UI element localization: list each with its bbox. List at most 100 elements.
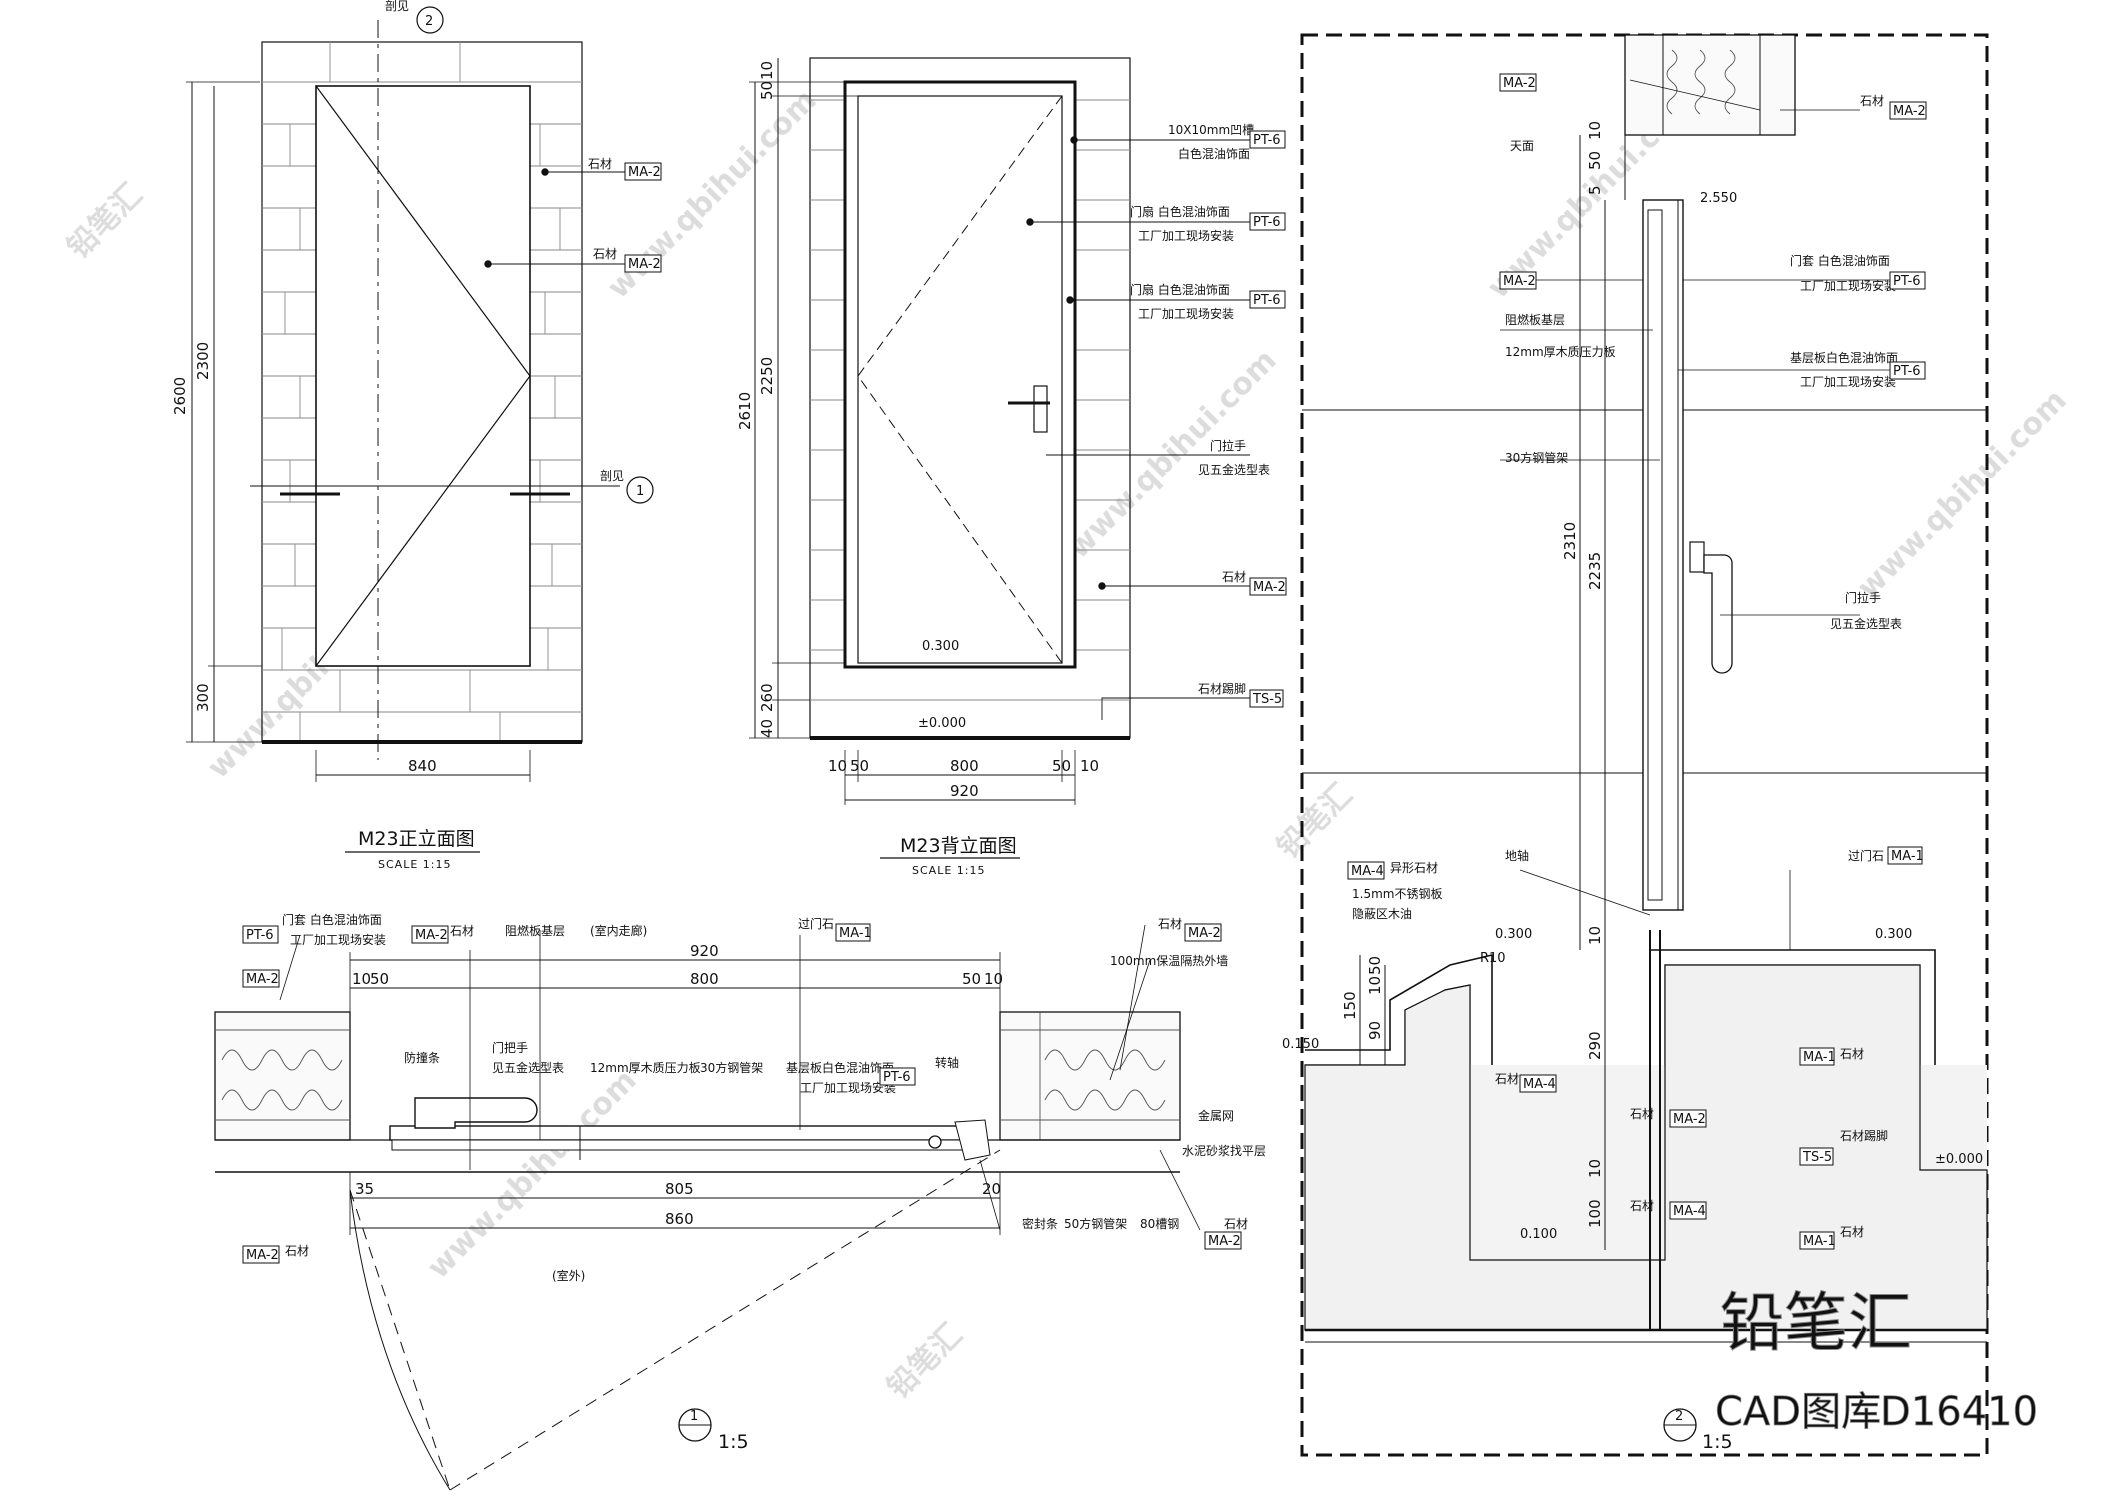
note-door-finish-1: 门扇 白色混油饰面 bbox=[1130, 204, 1230, 219]
note-groove-2: 白色混油饰面 bbox=[1178, 146, 1250, 161]
dim-l150: 150 bbox=[1341, 991, 1359, 1020]
note-board12: 12mm厚木质压力板 bbox=[1505, 345, 1616, 359]
note-mortar: 水泥砂浆找平层 bbox=[1182, 1143, 1266, 1158]
note-skirting: 石材踢脚 bbox=[1840, 1128, 1888, 1143]
note-metal: 金属网 bbox=[1198, 1108, 1234, 1123]
dim-t50a: 50 bbox=[370, 970, 389, 988]
stamp-library: CAD图库 bbox=[1715, 1389, 1881, 1435]
note-base-finish-2: 工厂加工现场安装 bbox=[1800, 374, 1896, 389]
watermark-site: www.qbihui.com bbox=[1851, 383, 2074, 606]
dim-2310: 2310 bbox=[1561, 522, 1579, 560]
dim-b10b: 10 bbox=[1080, 757, 1099, 775]
note-handle: 门拉手 bbox=[1210, 438, 1246, 453]
watermark-brand: 铅笔汇 bbox=[1271, 777, 1359, 865]
note-tube50: 50方钢管架 bbox=[1064, 1216, 1127, 1231]
section-detail bbox=[1300, 33, 1989, 1457]
note-door-finish-2b: 工厂加工现场安装 bbox=[1138, 306, 1234, 321]
watermark-brand: 铅笔汇 bbox=[881, 1317, 969, 1405]
dim-v290: 290 bbox=[1586, 1031, 1604, 1060]
dim-b10a: 10 bbox=[828, 757, 847, 775]
note-insulation: 100mm保温隔热外墙 bbox=[1110, 954, 1228, 968]
dim-v100: 100 bbox=[1586, 1199, 1604, 1228]
tag-ma2-3: MA-2 bbox=[1253, 580, 1286, 595]
tag-ma2-m: MA-2 bbox=[1673, 1112, 1706, 1127]
tag-pt6-mid: PT-6 bbox=[883, 1070, 911, 1085]
dim-l50: 50 bbox=[1366, 956, 1384, 975]
note-steel15: 1.5mm不锈钢板 bbox=[1352, 887, 1442, 901]
section-detail-labels: MA-2 石材 MA-2 天面 2.550 MA-2 阻燃板基层 12mm厚木质… bbox=[1282, 73, 1983, 1453]
watermark-site: www.qbihui.com bbox=[1061, 343, 1284, 566]
section-ref-scale: 1:5 bbox=[1702, 1431, 1733, 1453]
tag-pt6a: PT-6 bbox=[1893, 274, 1921, 289]
note-base-finish: 基层板白色混油饰面 bbox=[786, 1060, 894, 1075]
tag-ma2-b2: MA-2 bbox=[1208, 1234, 1241, 1249]
stamp-id: D16410 bbox=[1880, 1389, 2038, 1435]
note-stone-1: 石材 bbox=[1495, 1072, 1519, 1086]
section-ref-top-bubble bbox=[416, 6, 444, 34]
watermark-site: www.qbihui.com bbox=[421, 1063, 644, 1286]
note-stone: 石材 bbox=[1222, 570, 1246, 584]
dim-50-top: 50 bbox=[758, 81, 776, 100]
dim-b50b: 50 bbox=[1052, 757, 1071, 775]
dim-2610: 2610 bbox=[736, 392, 754, 430]
dim-v10c: 10 bbox=[1586, 1159, 1604, 1178]
note-wood-base: 阻燃板基层 bbox=[1505, 312, 1565, 327]
note-stone-3: 石材 bbox=[1630, 1199, 1654, 1213]
dim-l90: 90 bbox=[1366, 1021, 1384, 1040]
back-elevation-scale: SCALE 1:15 bbox=[912, 864, 985, 877]
back-elevation-title: M23背立面图 bbox=[900, 835, 1017, 857]
dim-b800: 800 bbox=[950, 757, 979, 775]
tag-ma1-r: MA-1 bbox=[1891, 849, 1924, 864]
tag-pt6-2: PT-6 bbox=[1253, 215, 1281, 230]
note-stone-r: 石材 bbox=[1158, 917, 1182, 931]
tag-ts5: TS-5 bbox=[1802, 1150, 1832, 1165]
brick-pattern-back bbox=[810, 99, 1130, 701]
note-stone-1: 石材 bbox=[588, 157, 612, 171]
note-stone-2: 石材 bbox=[1630, 1107, 1654, 1121]
front-elevation-labels: 2600 2300 300 840 剖见 2 剖见 1 石材 MA-2 石材 M… bbox=[171, 0, 662, 871]
note-steel80: 80槽钢 bbox=[1140, 1217, 1179, 1231]
note-outdoor: (室外) bbox=[552, 1268, 585, 1283]
note-door-finish-2: 工厂加工现场安装 bbox=[290, 932, 386, 947]
level-0300: 0.300 bbox=[922, 639, 959, 654]
watermark-brand: 铅笔汇 bbox=[61, 177, 149, 265]
tag-ma1-r2: MA-1 bbox=[1803, 1050, 1836, 1065]
tag-ma1-b: MA-1 bbox=[1803, 1234, 1836, 1249]
note-handle: 门把手 bbox=[492, 1040, 528, 1055]
dim-t800: 800 bbox=[690, 970, 719, 988]
tag-ma1: MA-1 bbox=[839, 926, 872, 941]
plan-detail-labels: 920 800 10 50 50 10 35 805 20 860 PT-6 门… bbox=[242, 912, 1266, 1453]
note-handle: 门拉手 bbox=[1845, 590, 1881, 605]
note-hinge: 地轴 bbox=[1505, 848, 1529, 863]
note-handle-2: 见五金选型表 bbox=[1830, 616, 1902, 631]
tag-ma2-bottom: MA-2 bbox=[246, 1248, 279, 1263]
note-stone-2: 石材 bbox=[593, 247, 617, 261]
door-leaf bbox=[315, 85, 531, 667]
dim-840: 840 bbox=[408, 757, 437, 775]
tag-pt6b: PT-6 bbox=[1893, 364, 1921, 379]
section-ref-mid-num: 1 bbox=[636, 484, 644, 499]
level-0000: ±0.000 bbox=[1935, 1152, 1983, 1167]
dim-v50: 50 bbox=[1586, 151, 1604, 170]
tag-pt6-left: PT-6 bbox=[246, 928, 274, 943]
back-elevation bbox=[749, 57, 1250, 805]
tag-ma4-b: MA-4 bbox=[1673, 1204, 1706, 1219]
level-0100: 0.100 bbox=[1520, 1227, 1557, 1242]
dim-v10b: 10 bbox=[1586, 926, 1604, 945]
dim-t10a: 10 bbox=[352, 970, 371, 988]
note-door-finish-2: 门扇 白色混油饰面 bbox=[1130, 282, 1230, 297]
dim-10-top: 10 bbox=[758, 61, 776, 80]
section-ref-top-label: 剖见 bbox=[385, 0, 409, 13]
note-hinge: 转轴 bbox=[935, 1055, 959, 1070]
stamp-brand: 铅笔汇 bbox=[1720, 1287, 1912, 1361]
note-special-stone: 异形石材 bbox=[1390, 861, 1438, 875]
tag-ma2-l: MA-2 bbox=[1503, 274, 1536, 289]
dim-2300: 2300 bbox=[194, 342, 212, 380]
note-base-finish: 基层板白色混油饰面 bbox=[1790, 350, 1898, 365]
note-handle-2: 见五金选型表 bbox=[1198, 462, 1270, 477]
dim-260: 260 bbox=[758, 683, 776, 712]
note-seal: 密封条 bbox=[1022, 1216, 1058, 1231]
dim-2250: 2250 bbox=[758, 357, 776, 395]
note-groove: 10X10mm凹槽 bbox=[1168, 123, 1254, 137]
